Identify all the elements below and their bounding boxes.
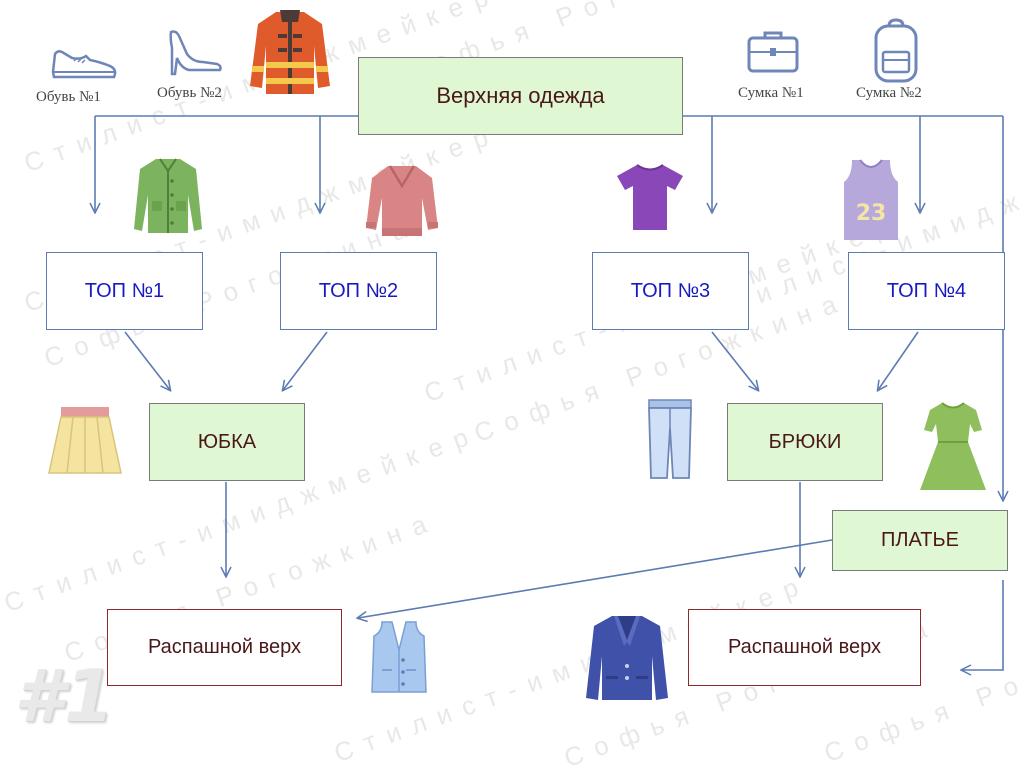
top-label: ТОП №4: [886, 279, 967, 302]
bag-label: Сумка №1: [738, 85, 804, 101]
bottom-label: ЮБКА: [197, 430, 257, 453]
open-top-box-1: Распашной верх: [107, 609, 342, 686]
skirt-box: ЮБКА: [149, 403, 305, 481]
backpack-icon: [873, 18, 919, 89]
skirt-icon: [47, 405, 123, 480]
dress-label: ПЛАТЬЕ: [881, 529, 959, 551]
pink-sweater-icon: [364, 162, 440, 245]
high-heel-icon: [167, 28, 223, 81]
top-box-3: ТОП №3: [592, 252, 749, 330]
arrow-top3-trousers: [711, 331, 758, 390]
arrow-top1-skirt: [124, 331, 170, 390]
blazer-icon: [584, 612, 670, 707]
open-top-label: Распашной верх: [727, 636, 882, 658]
open-top-box-2: Распашной верх: [688, 609, 921, 686]
arrow-dress-open-top-right: [962, 580, 1004, 670]
outerwear-box: Верхняя одежда: [358, 57, 683, 135]
top-box-1: ТОП №1: [46, 252, 203, 330]
slide-number: #1: [14, 654, 115, 738]
jersey-number: 23: [856, 201, 887, 226]
arrow-top4-trousers: [878, 331, 919, 390]
briefcase-icon: [746, 28, 800, 79]
outerwear-label: Верхняя одежда: [436, 83, 605, 108]
sneaker-icon: [50, 44, 118, 85]
top-box-4: ТОП №4: [848, 252, 1005, 330]
open-top-label: Распашной верх: [147, 636, 302, 658]
shoe-label: Обувь №1: [36, 89, 101, 105]
dress-box: ПЛАТЬЕ: [832, 510, 1008, 571]
top-label: ТОП №1: [84, 279, 165, 302]
bottom-label: БРЮКИ: [768, 430, 842, 453]
green-dress-icon: [918, 400, 988, 497]
shoe-label: Обувь №2: [157, 85, 222, 101]
arrow-top2-skirt: [283, 331, 328, 390]
top-label: ТОП №2: [318, 279, 399, 302]
bag-label: Сумка №2: [856, 85, 922, 101]
trousers-box: БРЮКИ: [727, 403, 883, 481]
arrow-dress-open-top-left: [358, 539, 833, 618]
basketball-jersey-icon: 23: [842, 158, 900, 247]
green-cardigan-icon: [132, 155, 204, 240]
top-box-2: ТОП №2: [280, 252, 437, 330]
jeans-icon: [647, 398, 693, 485]
jacket-icon: [248, 6, 332, 101]
top-label: ТОП №3: [630, 279, 711, 302]
vest-icon: [370, 620, 428, 701]
purple-tshirt-icon: [615, 162, 685, 237]
